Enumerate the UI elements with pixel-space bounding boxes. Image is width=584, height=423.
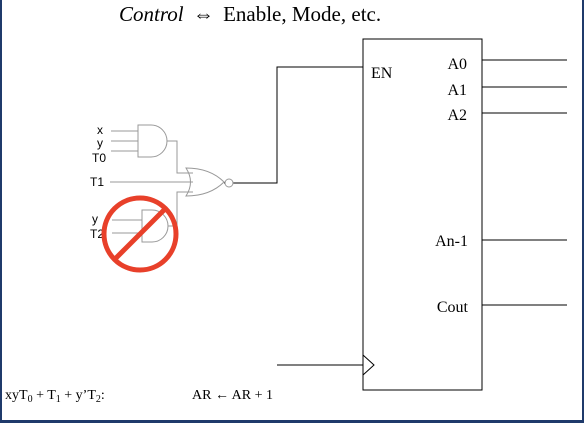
eq-term-yt2: + y’T (61, 388, 97, 403)
title-rest: Enable, Mode, etc. (223, 2, 381, 26)
register-box (362, 38, 483, 391)
clock-triangle-icon (362, 354, 375, 376)
input-y2-label: y (92, 212, 98, 226)
eq-sub-0: 0 (28, 394, 33, 405)
register-transfer: AR ← AR + 1 (192, 388, 273, 403)
and-gate-2 (141, 209, 169, 243)
output-a0-label: A0 (447, 56, 467, 73)
enable-wire (224, 66, 363, 184)
input-x-label: x (97, 123, 103, 137)
title-arrow: ⇔ (193, 2, 214, 26)
title: Control ⇔ Enable, Mode, etc. (119, 2, 381, 26)
input-t1-label: T1 (90, 175, 104, 189)
eq-term-t1: + T (33, 388, 57, 403)
output-a1-label: A1 (447, 82, 467, 99)
input-t0-label: T0 (92, 151, 106, 165)
and1-to-or-wire (167, 140, 193, 174)
and2-to-or-wire (168, 191, 193, 227)
output-a2-label: A2 (447, 107, 467, 124)
title-control: Control (119, 2, 184, 26)
cout-label: Cout (437, 299, 469, 316)
prohibited-icon (101, 195, 179, 273)
eq-sub-1: 1 (56, 394, 61, 405)
and-gate-1 (137, 124, 168, 158)
eq-colon: : (101, 388, 105, 403)
eq-term-xyt: xyT (5, 388, 28, 403)
en-label: EN (371, 65, 393, 82)
input-t2-label: T2 (90, 227, 104, 241)
eq-sub-2: 2 (96, 394, 101, 405)
condition-equation: xyT0 + T1 + y’T2: (5, 388, 105, 405)
output-an1-label: An-1 (435, 233, 468, 250)
input-y-label: y (97, 136, 103, 150)
or-output-bubble (224, 178, 234, 188)
